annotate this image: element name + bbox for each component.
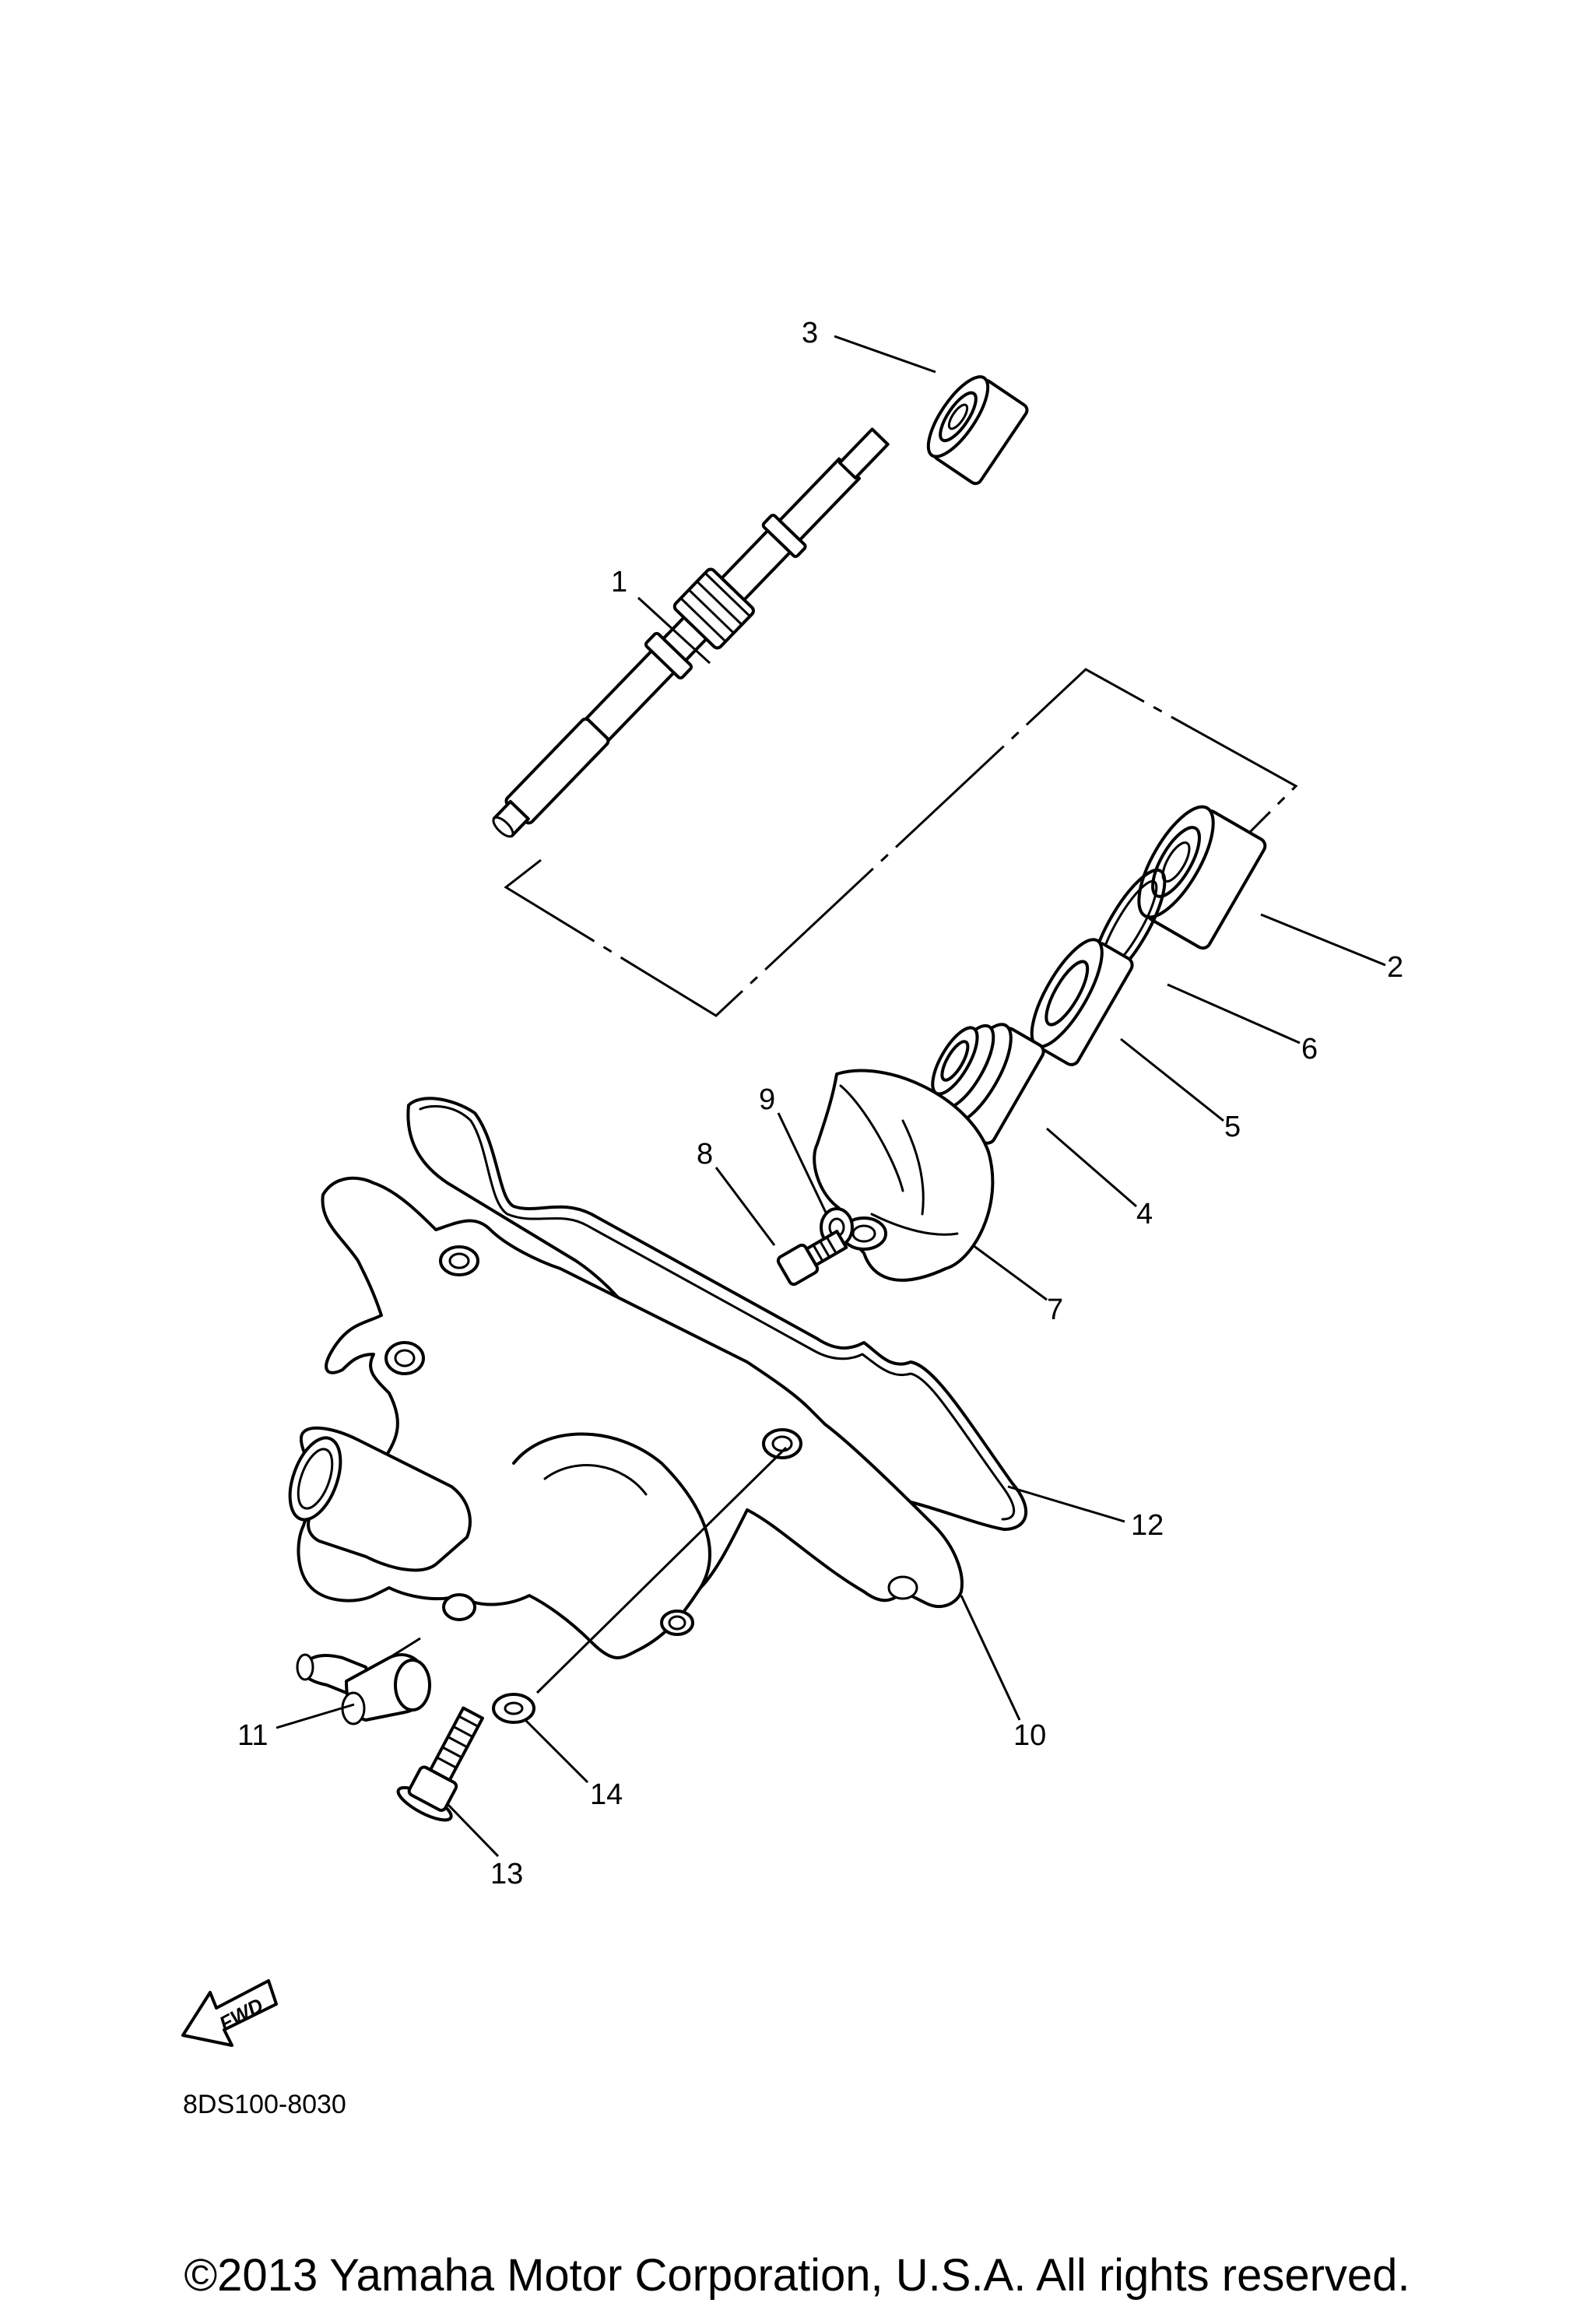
fwd-arrow-icon: FWD <box>181 1979 278 2047</box>
callout-8: 8 <box>697 1138 713 1171</box>
callout-labels: 3 1 2 6 5 4 7 9 8 12 10 11 14 13 <box>237 317 1403 1890</box>
assembly-bracket <box>504 668 1298 1017</box>
callout-14: 14 <box>590 1778 623 1811</box>
callout-13: 13 <box>490 1858 523 1890</box>
callout-7: 7 <box>1047 1294 1063 1326</box>
callout-11: 11 <box>237 1719 268 1752</box>
callout-2: 2 <box>1387 951 1403 984</box>
pipe-fitting <box>296 1653 431 1725</box>
callout-6: 6 <box>1301 1033 1318 1065</box>
leader-lines <box>276 335 1386 1858</box>
bolt-impeller <box>776 1230 848 1287</box>
impeller <box>813 1069 995 1282</box>
callout-12: 12 <box>1131 1509 1164 1542</box>
seal <box>931 1023 1045 1145</box>
impeller-shaft <box>492 427 890 838</box>
callout-9: 9 <box>759 1083 775 1116</box>
callout-4: 4 <box>1136 1198 1153 1230</box>
callout-1: 1 <box>611 566 627 599</box>
flange-bolt <box>396 1706 484 1822</box>
washer-cover <box>492 1693 535 1724</box>
oil-seal <box>1030 938 1134 1066</box>
copyright-notice: ©2013 Yamaha Motor Corporation, U.S.A. A… <box>184 2250 1410 2301</box>
reference-code: 8DS100-8030 <box>183 2090 346 2119</box>
callout-3: 3 <box>802 317 818 349</box>
callout-5: 5 <box>1224 1111 1241 1143</box>
housing-cover <box>288 1176 964 1659</box>
bearing-upper <box>926 375 1029 486</box>
callout-10: 10 <box>1013 1719 1046 1752</box>
